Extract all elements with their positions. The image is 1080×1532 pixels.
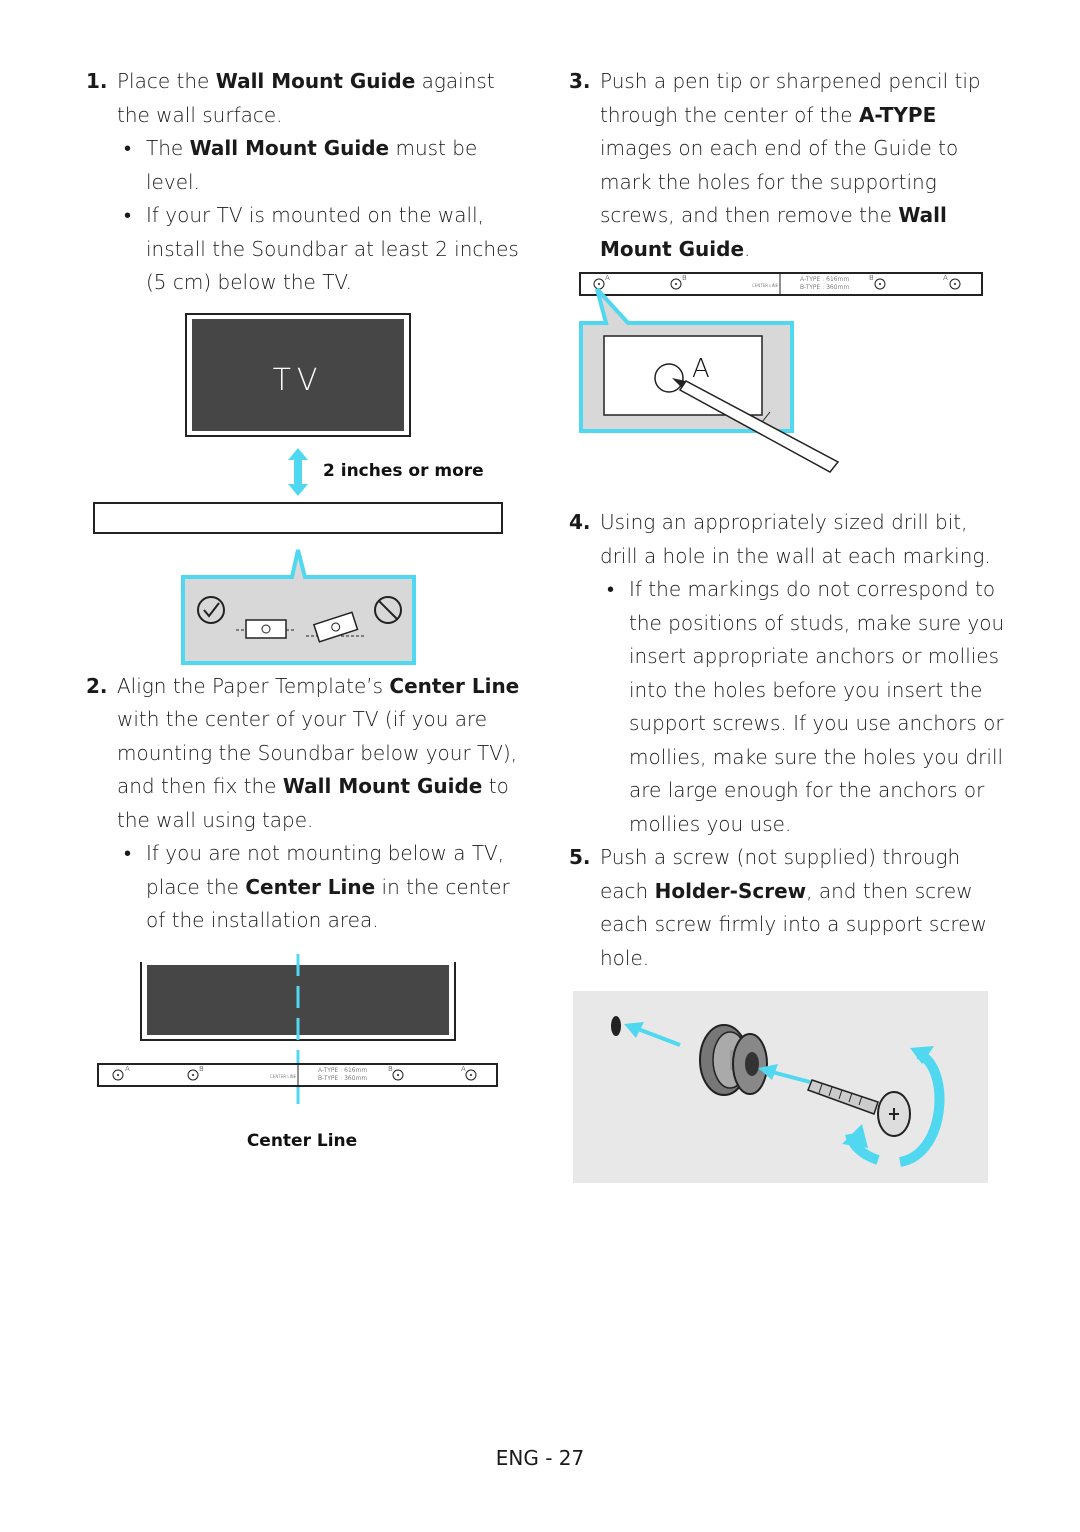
step-2-bullet-1: If you are not mounting below a TV, plac…: [86, 837, 531, 938]
level-callout: [181, 548, 416, 665]
step-text: Push a pen tip or sharpened pencil tip t…: [600, 69, 981, 127]
holder-screw-figure: [0, 984, 1040, 1184]
step-bold: Wall Mount Guide: [600, 203, 947, 261]
hole-b-right-icon: [392, 1069, 404, 1080]
hole-b-icon: [670, 278, 682, 290]
step-text: Align the Paper Template’s: [117, 673, 390, 698]
screw-icon: [807, 1079, 911, 1137]
zoom-hole: [654, 363, 684, 393]
step-number: 1.: [86, 69, 108, 93]
step-4: 4. Using an appropriately sized drill bi…: [569, 506, 1009, 573]
arrow-left-icon: [624, 1022, 681, 1047]
marker-b: B: [199, 1065, 204, 1073]
step-bold: Wall Mount Guide: [282, 774, 483, 798]
tv-label: TV: [273, 363, 324, 398]
center-line-diagram: A B CENTER LINE A-TYPE : 616mm B-TYPE : …: [97, 953, 498, 1151]
right-column: 3. Push a pen tip or sharpened pencil ti…: [569, 65, 1009, 1184]
guide-center-text: CENTER LINE: [270, 1074, 297, 1079]
step-text: Place the: [117, 69, 216, 93]
step-number: 2.: [86, 673, 108, 698]
step-bold: Holder-Screw: [654, 878, 807, 903]
tv-screen: [192, 318, 404, 431]
step-number: 3.: [569, 69, 591, 93]
check-icon: [197, 595, 225, 624]
a-type-text: A-TYPE : 616mm: [318, 1067, 367, 1074]
pencil-mark-diagram: A B CENTER LINE A-TYPE : 616mm B-TYPE : …: [579, 272, 983, 473]
hole-b-icon: [187, 1069, 199, 1080]
step-bold: A-TYPE: [858, 102, 937, 127]
left-column: 1. Place the Wall Mount Guide against th…: [86, 65, 531, 1164]
step-text: Push a screw (not supplied) through each: [600, 845, 961, 903]
bullet-bold: Center Line: [245, 874, 376, 899]
step-number: 4.: [569, 510, 591, 534]
a-type-text: A-TYPE : 616mm: [800, 276, 849, 283]
step-text: images on each end of the Guide to mark …: [600, 136, 959, 227]
guide-center-text: CENTER LINE: [752, 283, 779, 288]
b-type-text: B-TYPE : 360mm: [318, 1075, 367, 1082]
bullet-text: If the markings do not correspond to the…: [629, 577, 1005, 836]
step-text: to the wall using tape.: [117, 774, 509, 832]
page-footer: ENG - 27: [495, 1446, 585, 1470]
soundbar-outline: [93, 501, 503, 534]
step-text: .: [744, 236, 751, 261]
step-bold: Wall Mount Guide: [215, 69, 416, 93]
step-number: 5.: [569, 845, 591, 869]
hole-a-right-icon: [949, 278, 961, 290]
step-text: with the center of your TV (if you are m…: [117, 707, 518, 798]
hole-b-right-icon: [874, 278, 886, 290]
hole-a-icon: [112, 1069, 124, 1080]
marker-a: A: [125, 1065, 130, 1073]
screw-panel-bg: [573, 991, 988, 1183]
step-text: , and then screw each screw firmly into …: [600, 878, 987, 970]
zoom-letter: A: [692, 354, 710, 384]
holder-screw-diagram: [573, 991, 988, 1183]
bullet-text: must be level.: [146, 136, 478, 194]
arrow-left-icon: [758, 1064, 811, 1084]
marker-a-right: A: [943, 274, 948, 282]
bullet-bold: Wall Mount Guide: [189, 136, 390, 160]
marker-a-right: A: [461, 1065, 466, 1073]
bullet-text: If you are not mounting below a TV, plac…: [146, 841, 505, 899]
wall-mount-guide: [579, 272, 983, 296]
step-text: Using an appropriately sized drill bit, …: [600, 510, 991, 568]
bullet-text: The: [146, 136, 190, 160]
step-bold: Center Line: [389, 673, 520, 698]
step-1-bullet-2: If your TV is mounted on the wall, insta…: [86, 199, 531, 300]
wall-hole-icon: [611, 1016, 621, 1036]
bullet-text: If your TV is mounted on the wall, insta…: [146, 203, 519, 294]
rotate-icon: [842, 1046, 945, 1167]
pencil-mark-figure: A B CENTER LINE A-TYPE : 616mm B-TYPE : …: [0, 266, 1040, 506]
level-guide-tilted: [306, 610, 366, 643]
prohibited-icon: [374, 595, 402, 624]
hole-a-right-icon: [465, 1069, 477, 1080]
step-1-bullet-1: The Wall Mount Guide must be level.: [86, 132, 531, 199]
step-1: 1. Place the Wall Mount Guide against th…: [86, 65, 531, 132]
bullet-text: in the center of the installation area.: [146, 874, 510, 933]
step-3: 3. Push a pen tip or sharpened pencil ti…: [569, 65, 1009, 266]
center-line-figure: A B CENTER LINE A-TYPE : 616mm B-TYPE : …: [0, 953, 531, 1164]
step-text: against the wall surface.: [117, 69, 495, 127]
double-arrow-icon: [288, 447, 308, 496]
tv-gap-diagram: TV 2 inches or more: [93, 312, 503, 665]
step-5: 5. Push a screw (not supplied) through e…: [569, 841, 1009, 975]
marker-b-right: B: [388, 1065, 393, 1073]
marker-b: B: [682, 274, 687, 282]
gap-label: 2 inches or more: [323, 461, 484, 481]
marker-b-right: B: [869, 274, 874, 282]
pencil-icon: [672, 378, 840, 473]
b-type-text: B-TYPE : 360mm: [800, 284, 849, 291]
marker-a: A: [605, 274, 610, 282]
level-guide-correct: [236, 618, 296, 639]
holder-screw-icon: [699, 1024, 768, 1096]
center-line-caption: Center Line: [247, 1131, 357, 1151]
tv-gap-figure: TV 2 inches or more: [0, 300, 531, 670]
step-4-bullet-1: If the markings do not correspond to the…: [569, 573, 1009, 841]
step-2: 2. Align the Paper Template’s Center Lin…: [86, 670, 531, 838]
